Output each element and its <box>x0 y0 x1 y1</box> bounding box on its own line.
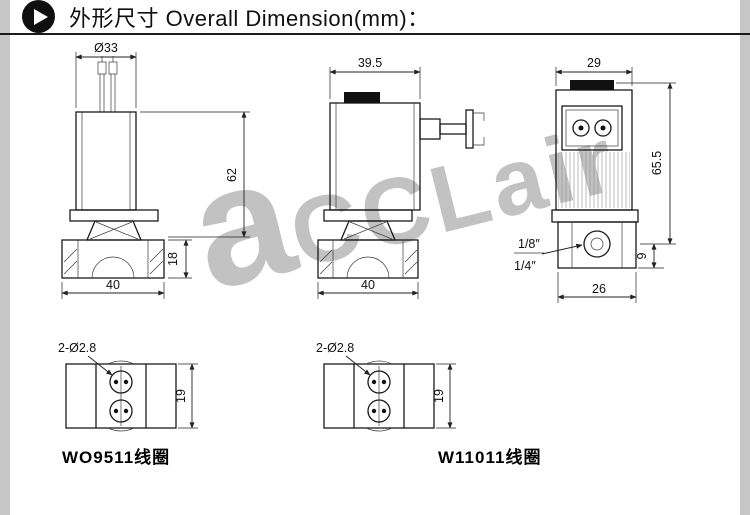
section-header: 外形尺寸 Overall Dimension(mm)： <box>0 0 750 35</box>
valve2-width-label: 40 <box>361 278 375 292</box>
valve2-side-view: 39.5 40 <box>317 56 485 299</box>
coil1-holes-label: 2-Ø2.8 <box>58 341 96 355</box>
coil2-holes-label: 2-Ø2.8 <box>316 341 354 355</box>
coil2-top-view: 2-Ø2.8 19 W11011线圈 <box>316 341 541 467</box>
right-margin-strip <box>740 0 750 515</box>
play-triangle-icon <box>33 8 48 25</box>
coil2-caption: W11011线圈 <box>438 447 541 467</box>
valve1-body-height-label: 18 <box>166 252 180 266</box>
valve3-port-b-label: 1/4″ <box>514 259 536 273</box>
brand-bullet-icon <box>22 0 55 33</box>
valve3-top-width-label: 29 <box>587 56 601 70</box>
valve1-height-label: 62 <box>225 168 239 182</box>
coil1-caption: WO9511线圈 <box>62 447 170 467</box>
valve1-front-view: Ø33 62 18 40 <box>61 41 250 299</box>
coil1-height-label: 19 <box>174 389 188 403</box>
valve1-width-label: 40 <box>106 278 120 292</box>
valve3-port-a-label: 1/8″ <box>518 237 540 251</box>
valve3-front-view: 29 65.5 9 1/8″ 1/4″ 26 <box>514 56 676 303</box>
valve3-offset-label: 9 <box>635 252 649 259</box>
valve3-height-label: 65.5 <box>650 151 664 175</box>
page-title: 外形尺寸 Overall Dimension(mm)： <box>69 5 430 31</box>
valve2-top-width-label: 39.5 <box>358 56 382 70</box>
valve1-diameter-label: Ø33 <box>94 41 118 55</box>
coil1-top-view: 2-Ø2.8 19 WO9511线圈 <box>58 341 198 467</box>
coil2-height-label: 19 <box>432 389 446 403</box>
valve3-width-label: 26 <box>592 282 606 296</box>
left-margin-strip <box>0 0 10 515</box>
